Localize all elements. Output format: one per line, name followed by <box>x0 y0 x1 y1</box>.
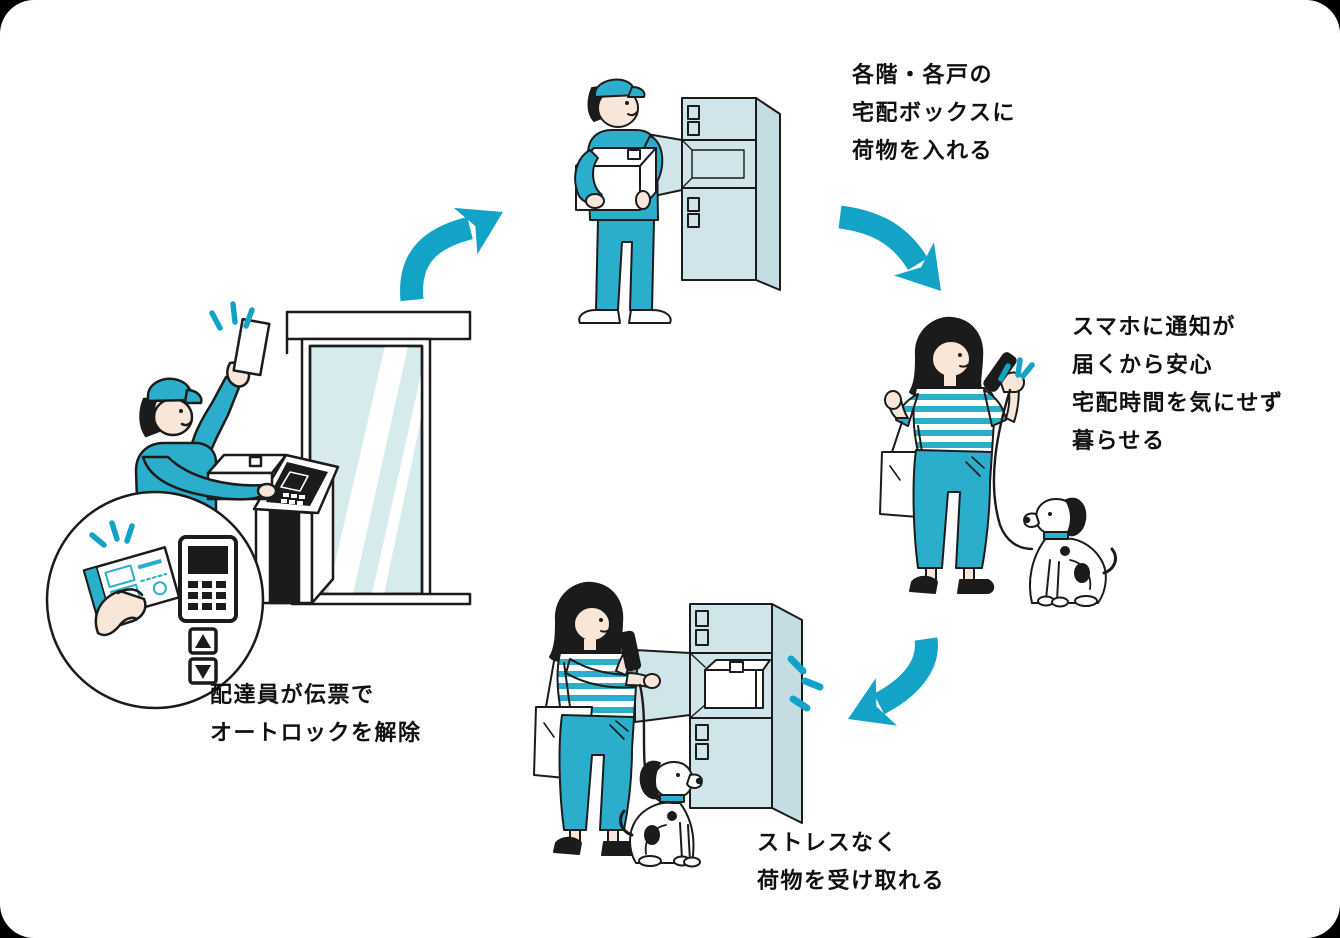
package-in-box <box>704 659 771 709</box>
dog <box>1023 497 1117 608</box>
caption-phone-notification: スマホに通知が 届くから安心 宅配時間を気にせず 暮らせる <box>1072 314 1284 453</box>
hand <box>94 589 147 637</box>
inset-slip-on-keypad <box>45 490 265 710</box>
caption-load-delivery-box: 各階・各戸の 宅配ボックスに 荷物を入れる <box>852 62 1016 163</box>
dog-collar <box>1043 531 1069 540</box>
delivery-slip <box>232 317 271 377</box>
arrow-step3-to-step4-icon <box>848 637 938 726</box>
smartphone <box>618 630 642 672</box>
delivery-box-cabinet <box>634 603 824 824</box>
woman-figure <box>533 581 661 856</box>
scene-receive-package <box>533 581 824 868</box>
dog-leash <box>992 388 1034 551</box>
notification-sparkle-icon <box>998 357 1035 382</box>
scene-unlock-entrance <box>45 301 472 710</box>
dog <box>619 760 703 868</box>
sparkle-icon <box>209 301 255 331</box>
striped-shirt <box>912 387 996 453</box>
down-triangle-icon <box>195 665 211 679</box>
pants <box>912 449 993 569</box>
courier-cap <box>146 377 193 403</box>
scene-phone-notification <box>879 316 1117 608</box>
caption-receive-package: ストレスなく 荷物を受け取れる <box>757 830 946 893</box>
arrow-step1-to-step2-icon <box>400 207 503 302</box>
scene-load-delivery-box <box>574 78 781 324</box>
pants <box>558 714 635 831</box>
arrow-step2-to-step3-icon <box>838 205 941 291</box>
sparkle-icon <box>89 520 135 548</box>
up-triangle-icon <box>195 634 211 648</box>
dog-collar <box>659 794 685 803</box>
earring <box>934 370 940 376</box>
entrance-beam <box>285 310 472 341</box>
courier-figure <box>574 78 672 324</box>
caption-unlock-entrance: 配達員が伝票で オートロックを解除 <box>210 682 422 745</box>
smartphone <box>983 352 1017 392</box>
woman-figure <box>879 316 1035 594</box>
autolock-kiosk <box>252 453 340 605</box>
sparkle-icon <box>787 655 824 712</box>
